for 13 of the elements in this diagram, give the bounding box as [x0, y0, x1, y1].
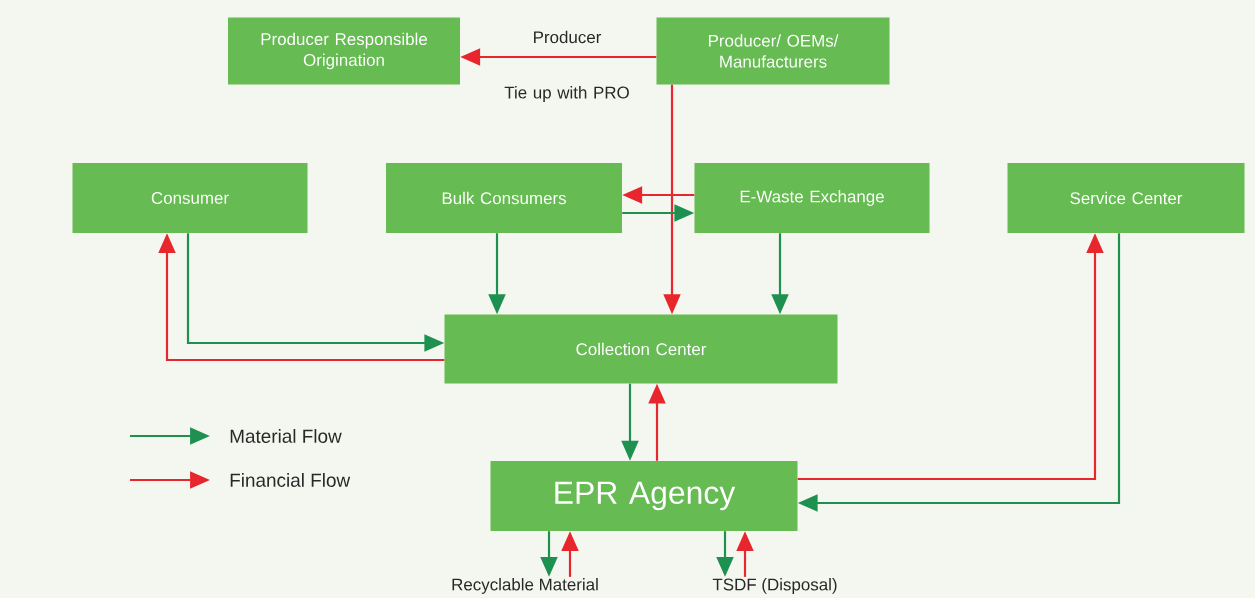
legend-text: Financial Flow: [230, 473, 351, 487]
output-label: Recyclable Material: [452, 578, 598, 594]
output-label: TSDF (Disposal): [712, 578, 837, 594]
process-box: Consumer: [72, 163, 308, 233]
process-box: E-Waste Exchange: [694, 163, 930, 233]
process-box: Collection Center: [444, 314, 838, 384]
process-box: EPR Agency: [490, 461, 798, 531]
process-box: Producer Responsible Origination: [228, 17, 460, 85]
legend-text: Material Flow: [230, 429, 342, 443]
note-text: Tie up with PRO: [504, 86, 629, 102]
process-box: Service Center: [1007, 163, 1245, 233]
process-box: Producer/ OEMs/ Manufacturers: [656, 17, 890, 85]
process-box: Bulk Consumers: [386, 163, 622, 233]
